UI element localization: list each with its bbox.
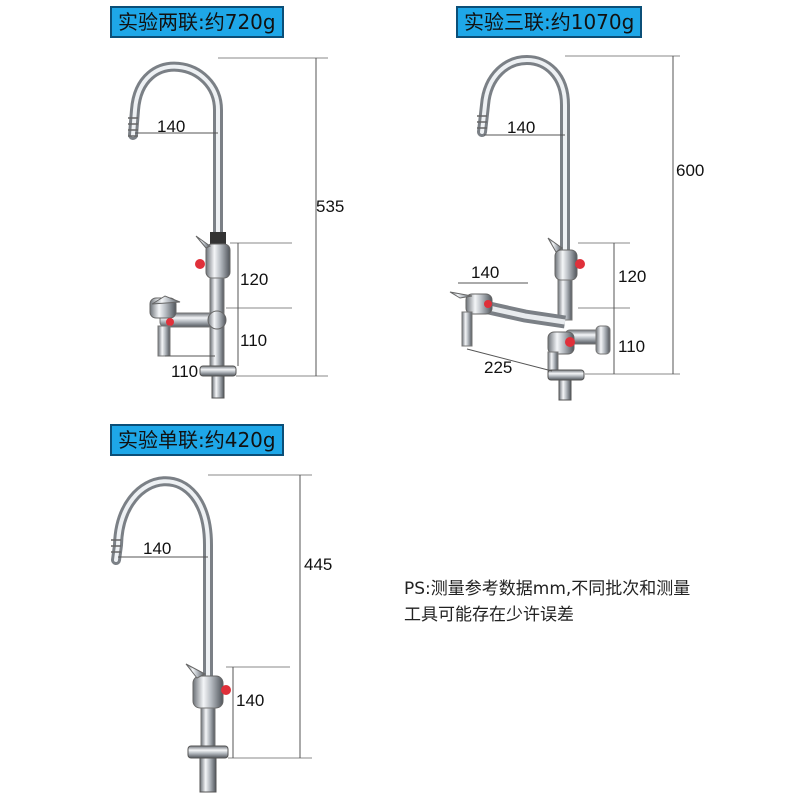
product-title-double: 实验两联:约720g: [110, 6, 284, 38]
note-line-1: PS:测量参考数据mm,不同批次和测量: [404, 579, 691, 599]
dim-double-valve-gap: 120: [240, 270, 268, 289]
dims-double: [135, 57, 328, 377]
measurement-note: PS:测量参考数据mm,不同批次和测量 工具可能存在少许误差: [404, 576, 794, 628]
dim-single-spout-reach: 140: [143, 539, 171, 558]
dim-triple-diagonal: 225: [484, 358, 512, 377]
dim-triple-side-reach: 140: [471, 263, 499, 282]
dims-single: [118, 474, 312, 759]
dim-double-total-height: 535: [316, 197, 344, 216]
product-title-single: 实验单联:约420g: [110, 424, 284, 456]
product-title-triple: 实验三联:约1070g: [456, 6, 643, 38]
dim-single-total-height: 445: [304, 555, 332, 574]
dims-triple: [458, 55, 680, 375]
faucet-double: [128, 61, 237, 399]
dim-triple-lower-gap: 110: [618, 337, 645, 356]
note-line-2: 工具可能存在少许误差: [404, 605, 574, 625]
dim-triple-valve-gap: 120: [618, 267, 646, 286]
dim-single-valve-gap: 140: [236, 691, 264, 710]
faucet-triple: [449, 55, 611, 401]
dim-double-side-reach: 110: [171, 362, 198, 381]
dim-double-spout-reach: 140: [157, 117, 185, 136]
faucet-single: [111, 476, 231, 793]
dim-triple-spout-reach: 140: [507, 118, 535, 137]
dim-triple-total-height: 600: [676, 161, 704, 180]
dim-double-lower-gap: 110: [240, 331, 267, 350]
